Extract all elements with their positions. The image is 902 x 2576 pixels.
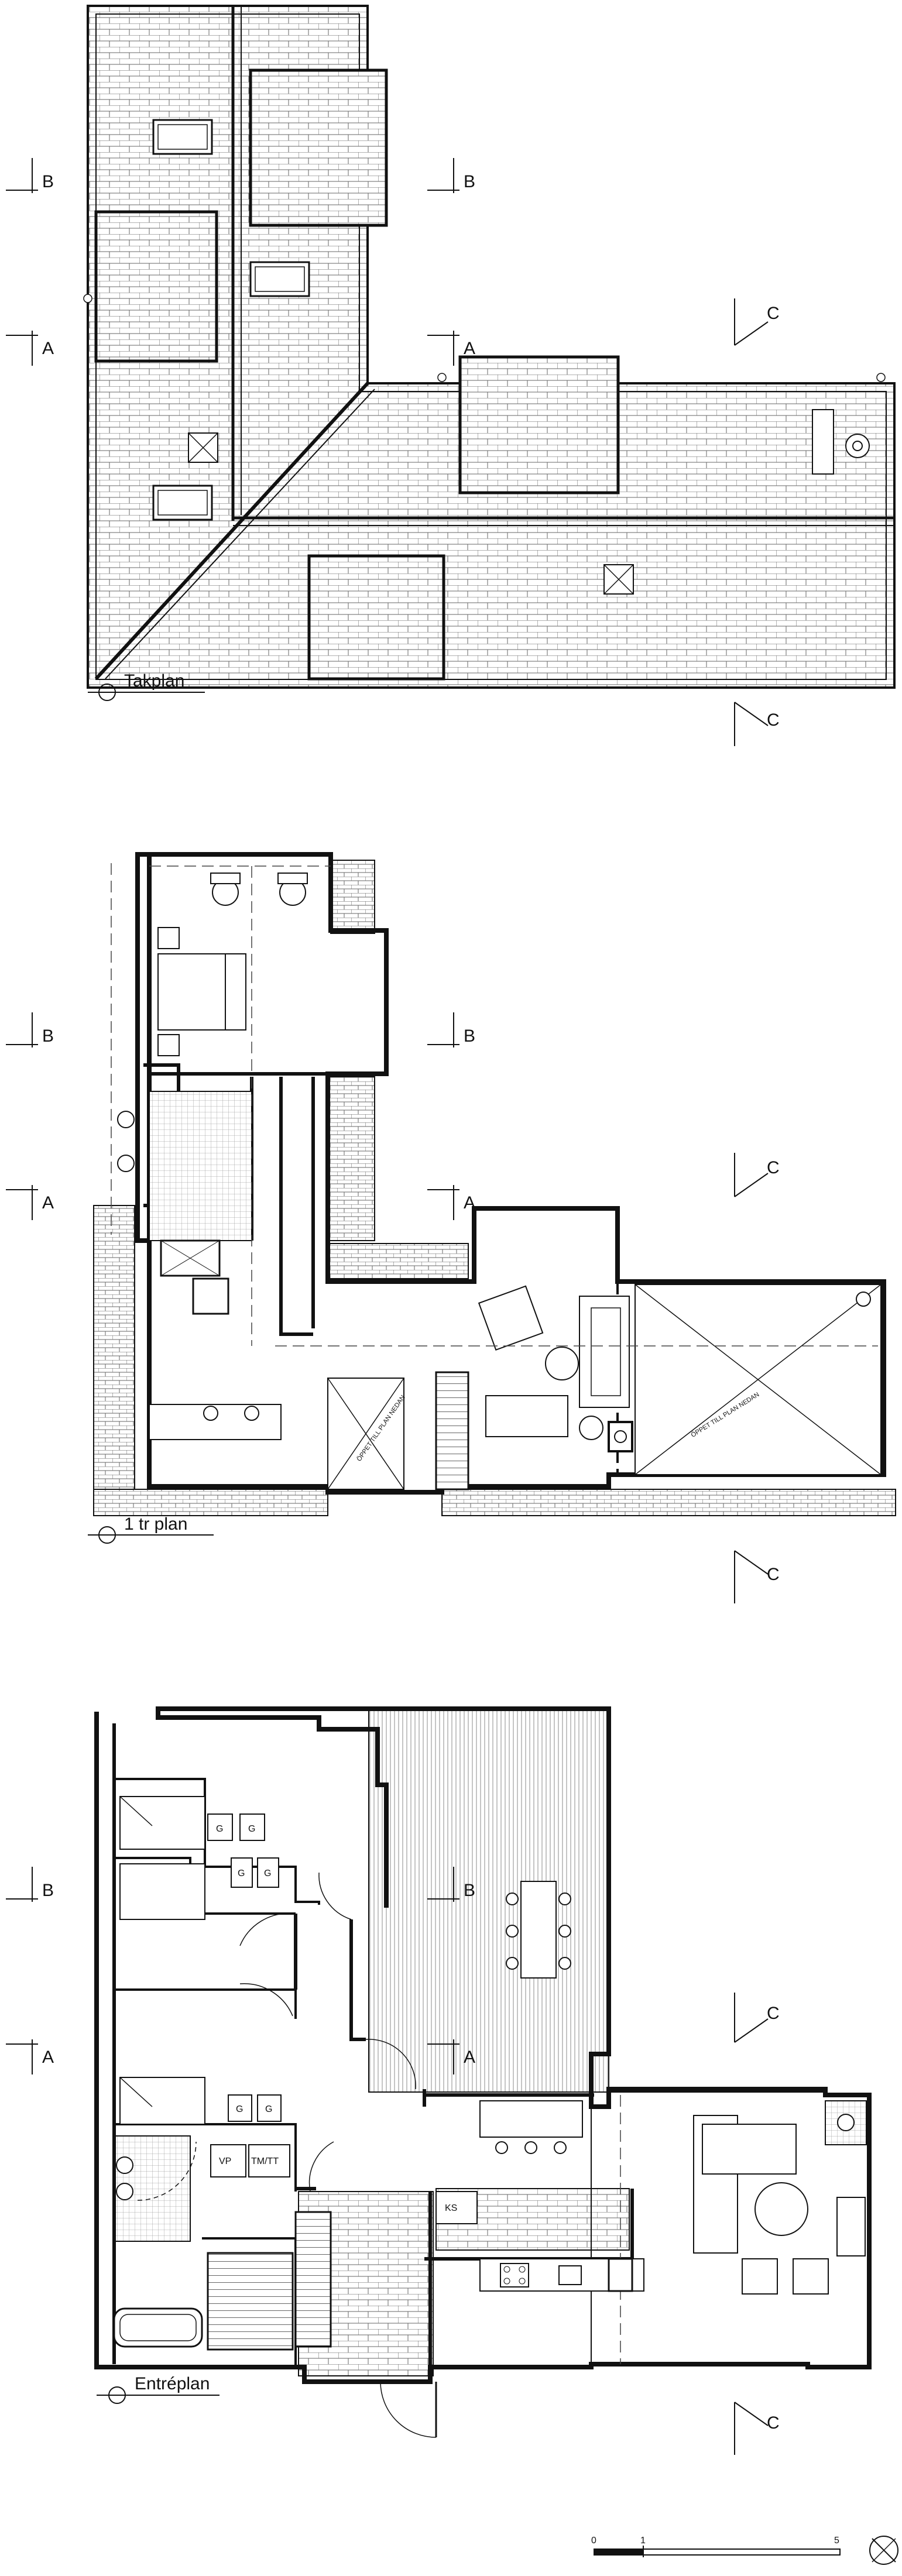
brick-terrace [93, 1205, 135, 1490]
coffee-table [754, 2182, 808, 2236]
upper-bathroom-tiles [149, 1091, 252, 1241]
basin [116, 2183, 133, 2200]
brick-terrace [93, 1489, 328, 1516]
bed [119, 2077, 205, 2125]
roof-dormer [307, 554, 445, 681]
svg-text:C: C [767, 1158, 780, 1177]
bathtub [113, 2307, 203, 2348]
roof-hatch-icon [603, 564, 634, 595]
bed [119, 1863, 205, 1920]
scale-bar: 0 1 5 [591, 2536, 841, 2557]
stove [500, 2263, 529, 2288]
washer-dryer-label: TM/TT [251, 2156, 279, 2166]
fridge [608, 2258, 633, 2292]
ground-floor-plan: G G G G G G VP TM/TT [94, 1706, 872, 2438]
roof-dormer [249, 68, 388, 227]
section-marker-labels: B B A A C C B B A A C C B B A A C C [42, 172, 780, 2433]
svg-text:C: C [767, 1565, 780, 1584]
staircase [435, 1371, 469, 1490]
scale-zero: 0 [591, 2536, 596, 2546]
basin [116, 2156, 133, 2174]
brick-terrace [330, 860, 375, 934]
svg-text:B: B [42, 1881, 54, 1900]
sink [558, 2265, 582, 2285]
roof-plan-label: Takplan [124, 671, 184, 691]
svg-text:B: B [464, 1026, 475, 1046]
svg-text:A: A [42, 1193, 54, 1213]
svg-text:B: B [42, 1026, 54, 1046]
svg-text:A: A [464, 339, 475, 358]
svg-text:C: C [767, 2004, 780, 2023]
svg-text:B: B [464, 172, 475, 191]
brick-terrace [327, 1076, 375, 1241]
brick-terrace [441, 1489, 896, 1516]
roof-dormer [458, 355, 620, 494]
svg-text:G: G [265, 2104, 272, 2114]
section-markers [6, 158, 769, 2455]
roof-vent-icon [812, 409, 870, 475]
svg-text:C: C [767, 2413, 780, 2433]
ks-label: KS [445, 2203, 457, 2213]
svg-text:A: A [464, 1193, 475, 1213]
vp-label: VP [219, 2156, 231, 2166]
wardrobe: G G [207, 1813, 265, 1841]
bed [119, 1796, 205, 1850]
skylight [152, 485, 213, 521]
ground-plan-label: Entréplan [135, 2374, 210, 2393]
basin [117, 1155, 135, 1172]
armchair [793, 2258, 829, 2295]
ground-plan-title: Entréplan [97, 2374, 220, 2404]
dining-table [520, 1881, 557, 1979]
sofa [485, 1395, 568, 1437]
svg-text:A: A [464, 2048, 475, 2067]
roof-dormer [94, 210, 218, 363]
svg-text:B: B [464, 1881, 475, 1900]
armchair [742, 2258, 778, 2295]
upper-plan-title: 1 tr plan [88, 1514, 214, 1544]
upper-plan-label: 1 tr plan [124, 1514, 187, 1534]
svg-text:G: G [248, 1824, 255, 1834]
skylight [152, 119, 213, 155]
roof-plan [83, 5, 896, 689]
roof-hatch-icon [188, 432, 218, 463]
svg-text:C: C [767, 304, 780, 323]
laundry-cabinet [248, 2144, 290, 2177]
svg-text:G: G [236, 2104, 243, 2114]
basin [117, 1111, 135, 1128]
skylight [249, 261, 310, 297]
svg-text:G: G [216, 1824, 223, 1834]
coffee-table [545, 1347, 579, 1380]
svg-text:G: G [238, 1869, 245, 1878]
svg-text:G: G [264, 1869, 271, 1878]
svg-text:C: C [767, 710, 780, 730]
upper-floor-plan: ÖPPET TILL PLAN NEDAN ÖPPET TILL PLAN NE… [93, 852, 896, 1516]
laundry-cabinet [210, 2144, 246, 2177]
staircase [207, 2252, 294, 2351]
ground-exterior-wall [94, 1706, 872, 2384]
brick-terrace [327, 1243, 469, 1279]
svg-text:A: A [42, 339, 54, 358]
scale-one: 1 [640, 2536, 646, 2546]
staircase [294, 2211, 332, 2348]
svg-text:A: A [42, 2048, 54, 2067]
roof-plan-title: Takplan [88, 671, 205, 701]
armchair [478, 1285, 544, 1351]
kitchen-island [479, 2100, 583, 2138]
scale-five: 5 [834, 2536, 839, 2546]
wardrobe: G G [228, 2094, 282, 2122]
north-arrow-icon [869, 2536, 898, 2565]
wardrobe: G G [231, 1857, 279, 1888]
svg-text:B: B [42, 172, 54, 191]
wood-deck [368, 1708, 609, 2093]
